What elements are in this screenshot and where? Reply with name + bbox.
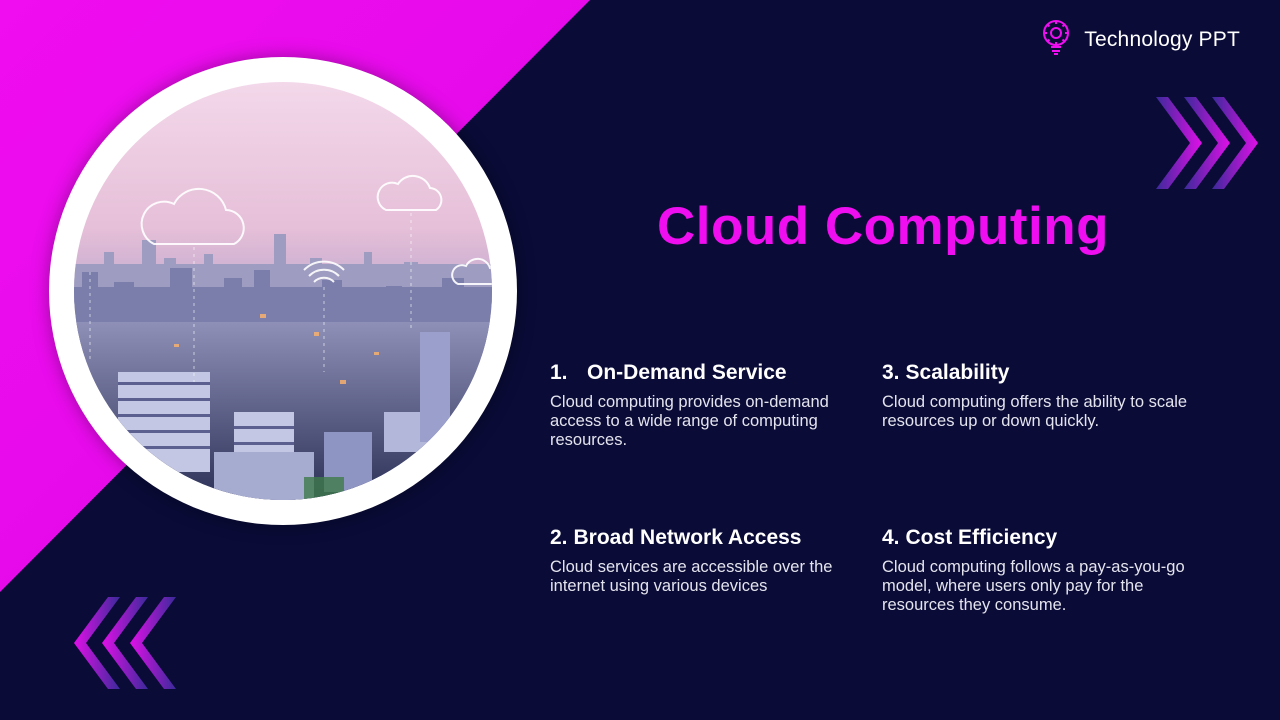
slide-title: Cloud Computing — [657, 197, 1109, 256]
feature-description: Cloud services are accessible over the i… — [550, 558, 833, 595]
feature-description: Cloud computing provides on-demand acces… — [550, 393, 829, 449]
feature-item-broad-network: 2.Broad Network Access Cloud services ar… — [550, 526, 860, 596]
feature-title: 4.Cost Efficiency — [882, 526, 1192, 550]
feature-description: Cloud computing offers the ability to sc… — [882, 393, 1188, 430]
feature-title: 2.Broad Network Access — [550, 526, 860, 550]
feature-title: 3.Scalability — [882, 361, 1192, 385]
feature-title-text: On-Demand Service — [587, 361, 787, 384]
brand-name: Technology PPT — [1084, 27, 1240, 51]
feature-item-on-demand: 1. On-Demand Service Cloud computing prov… — [550, 361, 860, 450]
feature-number: 4. — [882, 526, 900, 549]
feature-number: 2. — [550, 526, 568, 549]
chevrons-right-icon — [1156, 97, 1258, 189]
feature-number: 3. — [882, 361, 900, 384]
feature-item-scalability: 3.Scalability Cloud computing offers the… — [882, 361, 1192, 431]
feature-item-cost-efficiency: 4.Cost Efficiency Cloud computing follow… — [882, 526, 1192, 615]
feature-title-text: Broad Network Access — [573, 526, 802, 549]
feature-title-text: Scalability — [905, 361, 1010, 384]
brain-gear-bulb-icon — [1036, 17, 1076, 62]
brand: Technology PPT — [1036, 17, 1240, 62]
feature-number: 1. — [550, 361, 568, 384]
feature-title: 1. On-Demand Service — [550, 361, 860, 385]
city-skyline-photo — [74, 82, 492, 500]
feature-description: Cloud computing follows a pay-as-you-go … — [882, 558, 1185, 614]
feature-title-text: Cost Efficiency — [905, 526, 1058, 549]
chevrons-left-icon — [74, 597, 176, 689]
